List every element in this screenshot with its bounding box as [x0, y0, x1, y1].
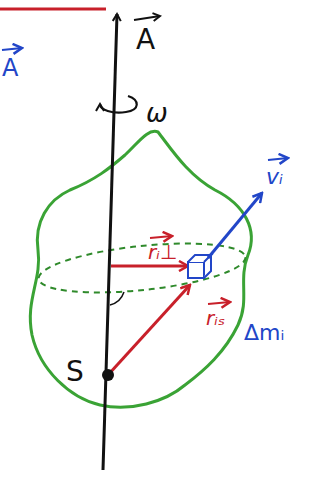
vector-label: rᵢₛ — [206, 308, 225, 328]
angle-arc — [110, 292, 124, 305]
point-label: S — [66, 358, 84, 386]
rotation-arrow — [100, 96, 137, 113]
rigid-body-outline — [30, 131, 251, 407]
vector-label: vᵢ — [266, 166, 283, 188]
vector-label: rᵢ⊥ — [148, 242, 177, 262]
vector-arrow — [134, 16, 160, 20]
angular-velocity-label: ω — [146, 100, 168, 126]
vector-arrow — [208, 302, 230, 304]
position-vector — [108, 285, 190, 375]
velocity-vector — [208, 193, 262, 258]
vector-arrow — [2, 48, 22, 50]
mass-element — [188, 255, 211, 278]
perpendicular-vector — [111, 265, 188, 268]
axis-label: A — [2, 56, 18, 80]
axis-label: A — [136, 26, 155, 54]
mass-label: Δmᵢ — [244, 322, 284, 344]
vector-arrow — [268, 158, 288, 160]
rotation-axis — [103, 14, 117, 470]
vector-arrow — [150, 236, 172, 238]
rotation-circle — [36, 235, 247, 301]
pivot-point — [102, 369, 114, 381]
heading-line — [0, 8, 106, 11]
